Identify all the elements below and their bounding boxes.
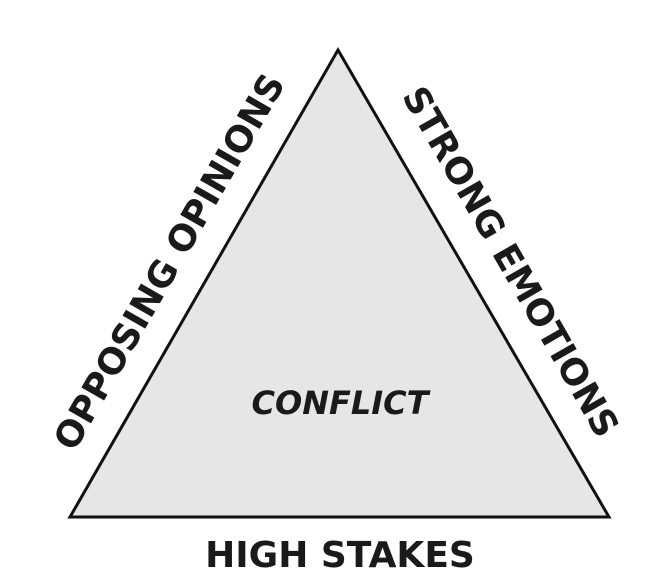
conflict-triangle xyxy=(67,46,612,519)
center-label: CONFLICT xyxy=(252,384,431,422)
bottom-label: HIGH STAKES xyxy=(205,535,475,576)
